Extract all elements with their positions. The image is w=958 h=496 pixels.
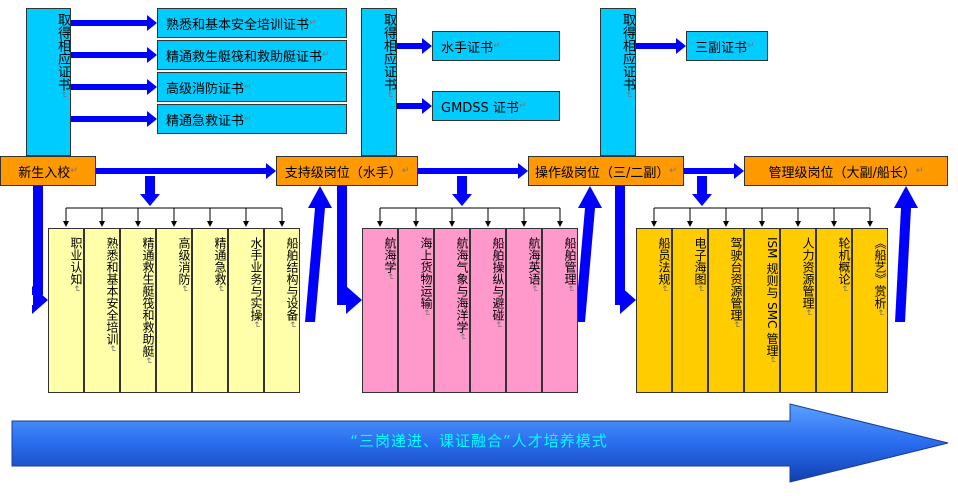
course-maritime-english: 航海英语↵ <box>506 228 542 393</box>
post-operational-level: 操作级岗位（三/二副）↵ <box>528 156 684 186</box>
bent-arrow-3 <box>615 186 636 314</box>
cert-gmdss: GMDSS 证书↵ <box>432 91 560 121</box>
cert-arrow-1-3 <box>71 111 157 127</box>
course-career-cognition: 职业认知↵ <box>48 228 84 393</box>
course-basic-safety: 熟悉和基本安全培训↵ <box>84 228 120 393</box>
course-human-resource: 人力资源管理↵ <box>780 228 816 393</box>
cert-arrow-3-0 <box>636 38 686 54</box>
course-bridge-resource: 驾驶台资源管理↵ <box>708 228 744 393</box>
post-management-level: 管理级岗位（大副/船长）↵ <box>744 156 948 186</box>
course-seafarer-law: 船员法规↵ <box>636 228 672 393</box>
course-seaman-practice: 水手业务与实操↵ <box>228 228 264 393</box>
course-meteorology: 航海气象与海洋学↵ <box>434 228 470 393</box>
course-firefighting: 高级消防↵ <box>156 228 192 393</box>
obtain-cert-box-1: 取得相应证书↵ <box>26 8 71 156</box>
cert-arrow-1-0 <box>71 15 157 31</box>
cert-arrow-1-1 <box>71 47 157 63</box>
obtain-cert-box-2: 取得相应证书↵ <box>361 8 397 156</box>
post-arrow-1 <box>96 163 276 179</box>
course-down-arrow-1 <box>140 176 160 206</box>
bent-arrow-1 <box>32 186 48 314</box>
cert-third-officer: 三副证书↵ <box>686 31 768 61</box>
cert-advanced-firefighting: 高级消防证书↵ <box>157 72 347 102</box>
banner-arrow <box>11 403 949 483</box>
up-arrow-1 <box>305 186 332 322</box>
course-ship-management: 船舶管理↵ <box>542 228 578 393</box>
post-new-student: 新生入校↵ <box>0 156 96 186</box>
cert-basic-safety: 熟悉和基本安全培训证书↵ <box>157 8 347 38</box>
cert-seaman: 水手证书↵ <box>432 31 560 61</box>
obtain-cert-box-3: 取得相应证书↵ <box>600 8 636 156</box>
course-cargo-transport: 海上货物运输↵ <box>398 228 434 393</box>
bent-arrow-2 <box>337 186 362 314</box>
course-ism-smc: ISM 规则与 SMC 管理↵ <box>744 228 780 393</box>
course-first-aid: 精通急救↵ <box>192 228 228 393</box>
course-seamanship-appreciation: 《船艺》赏析↵ <box>852 228 888 393</box>
cert-arrow-1-2 <box>71 79 157 95</box>
course-marine-engineering: 轮机概论↵ <box>816 228 852 393</box>
course-ship-structure: 船舶结构与设备↵ <box>264 228 300 393</box>
up-arrow-2 <box>575 186 602 322</box>
cert-first-aid: 精通急救证书↵ <box>157 104 347 134</box>
banner-title: “三岗递进、课证融合”人才培养模式 <box>350 432 608 450</box>
course-survival-craft: 精通救生艇筏和救助艇↵ <box>120 228 156 393</box>
cert-arrow-2-1 <box>397 98 432 114</box>
up-arrow-3 <box>894 186 918 322</box>
post-support-level: 支持级岗位（水手）↵ <box>276 156 418 186</box>
course-navigation: 航海学↵ <box>362 228 398 393</box>
cert-survival-craft: 精通救生艇筏和救助艇证书↵ <box>157 40 347 70</box>
course-ship-handling: 船舶操纵与避碰↵ <box>470 228 506 393</box>
post-arrow-3 <box>684 163 744 179</box>
course-down-arrow-3 <box>692 176 712 206</box>
cert-arrow-2-0 <box>397 38 432 54</box>
post-arrow-2 <box>418 163 528 179</box>
course-electronic-chart: 电子海图↵ <box>672 228 708 393</box>
course-down-arrow-2 <box>452 176 472 206</box>
